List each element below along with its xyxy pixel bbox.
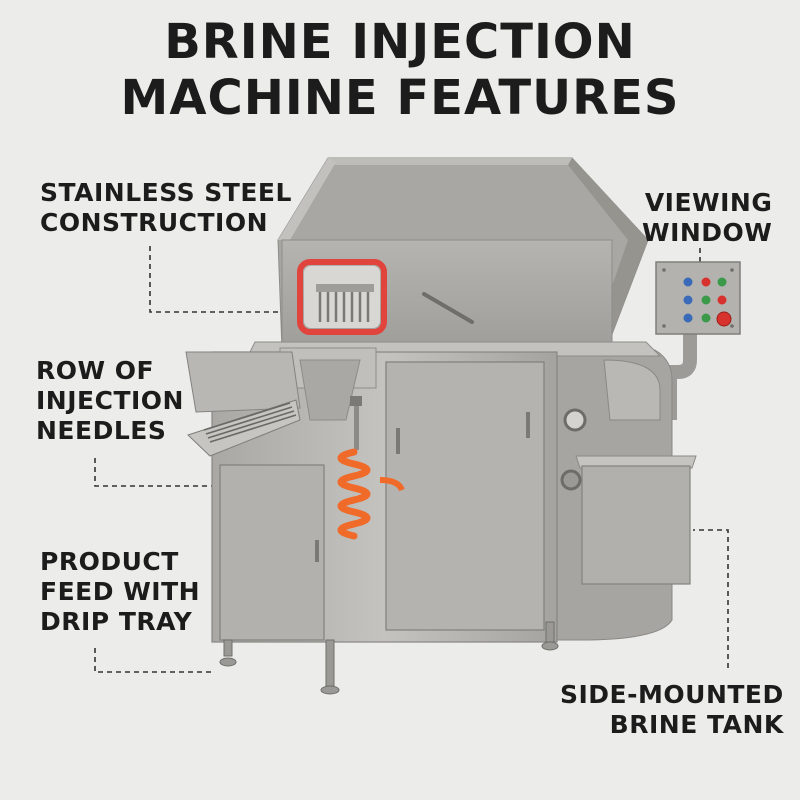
label-line: INJECTION (36, 386, 184, 415)
control-button (683, 313, 693, 323)
leveling-feet (219, 621, 559, 695)
leader-steel (149, 246, 282, 313)
label-brine-tank: SIDE-MOUNTED BRINE TANK (560, 680, 784, 740)
emergency-stop-button (716, 311, 732, 327)
control-button (683, 277, 693, 287)
label-injection-needles: ROW OF INJECTION NEEDLES (36, 356, 184, 446)
leader-needles (94, 458, 212, 487)
label-line: SIDE-MOUNTED (560, 680, 784, 709)
main-cabinet (211, 351, 587, 643)
control-panel (655, 261, 741, 420)
leader-feed (94, 648, 212, 673)
label-line: DRIP TRAY (40, 607, 193, 636)
label-line: STAINLESS STEEL (40, 178, 292, 207)
spray-hose (337, 396, 405, 540)
brine-outlet (560, 469, 582, 491)
label-line: ROW OF (36, 356, 155, 385)
upper-hood (277, 157, 649, 351)
control-button (717, 277, 727, 287)
label-line: CONSTRUCTION (40, 208, 269, 237)
label-line: NEEDLES (36, 416, 167, 445)
control-button (717, 295, 727, 305)
title-line-1: BRINE INJECTION (164, 14, 636, 70)
label-line: VIEWING (644, 188, 773, 217)
title-line-2: MACHINE FEATURES (120, 70, 680, 126)
pressure-gauge (563, 408, 587, 432)
label-line: BRINE TANK (609, 710, 784, 739)
label-viewing-window: VIEWING WINDOW (642, 188, 772, 248)
label-line: WINDOW (642, 218, 773, 247)
page-title: BRINE INJECTION MACHINE FEATURES (0, 14, 800, 126)
control-button (701, 277, 711, 287)
control-button (701, 295, 711, 305)
leader-tank (693, 529, 729, 668)
label-product-feed: PRODUCT FEED WITH DRIP TRAY (40, 547, 200, 637)
brine-tank (575, 455, 697, 585)
viewing-window (297, 259, 387, 335)
label-stainless-steel: STAINLESS STEEL CONSTRUCTION (40, 178, 292, 238)
control-button (701, 313, 711, 323)
hood-handle (422, 292, 474, 324)
label-line: PRODUCT (40, 547, 179, 576)
leader-lines (94, 246, 729, 673)
product-feed-tray (185, 351, 301, 457)
control-button (683, 295, 693, 305)
label-line: FEED WITH (40, 577, 201, 606)
